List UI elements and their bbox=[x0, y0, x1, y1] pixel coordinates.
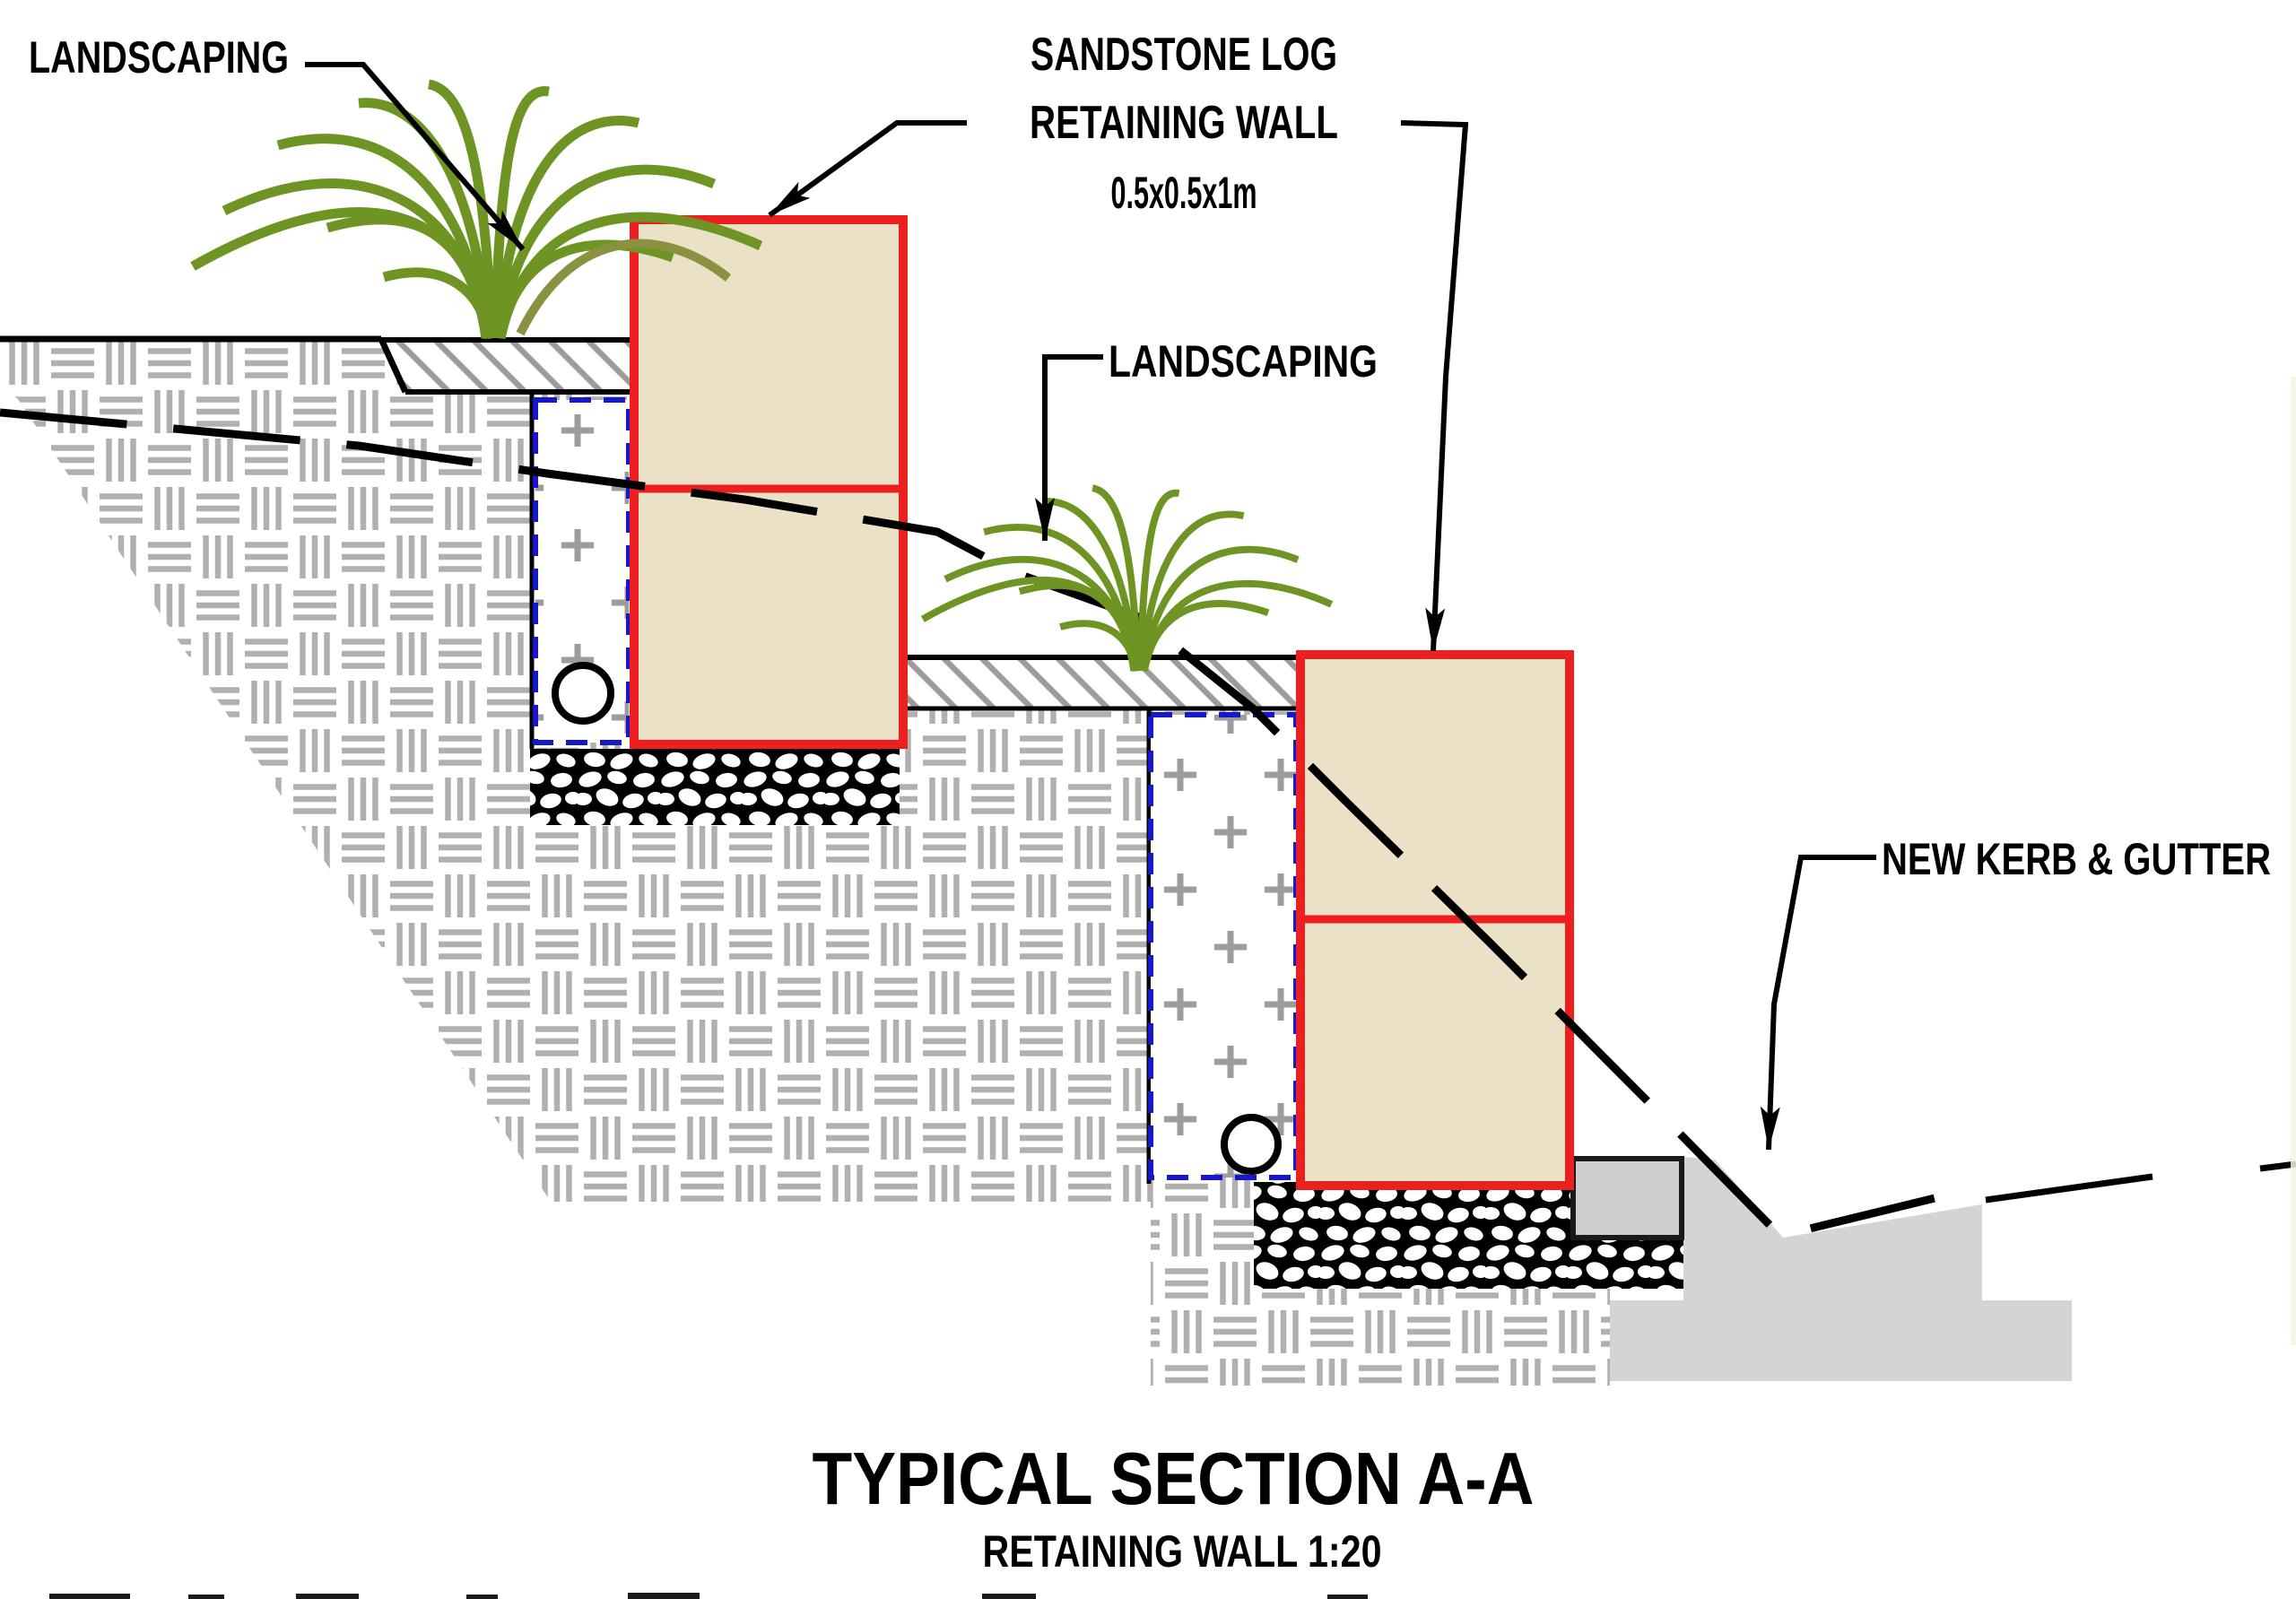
leader-landscaping-upper bbox=[305, 62, 526, 251]
drawing-title: TYPICAL SECTION A-A bbox=[813, 1437, 1535, 1520]
drainage-backfill-lower bbox=[1148, 712, 1299, 1180]
leader-kerb-gutter bbox=[1760, 855, 1876, 1151]
gutter-profile bbox=[1683, 1157, 1982, 1300]
leader-sandstone-left bbox=[768, 120, 967, 218]
sandstone-log-stack-upper bbox=[630, 215, 908, 749]
gravel-bed-upper bbox=[530, 749, 900, 825]
topsoil-strip-middle bbox=[900, 655, 1302, 711]
existing-ground-dashed-line bbox=[0, 408, 1966, 1240]
grass-tuft-middle bbox=[923, 488, 1332, 671]
grass-blade-over-wall bbox=[516, 239, 732, 336]
road-surface-line bbox=[1985, 1173, 2153, 1204]
label-sandstone-wall: SANDSTONE LOG RETAINING WALL 0.5x0.5x1m bbox=[1030, 29, 1338, 218]
retaining-wall-lower bbox=[1296, 650, 1574, 1190]
page-edge-artifact bbox=[2291, 377, 2296, 1345]
label-sandstone-line3: 0.5x0.5x1m bbox=[1111, 168, 1257, 218]
drainage-pipe-lower bbox=[1221, 1114, 1282, 1175]
kerb-backing-block bbox=[1570, 1156, 1684, 1240]
drainage-zone-upper bbox=[529, 392, 631, 749]
kerb-and-gutter bbox=[1570, 1156, 2296, 1381]
label-landscaping-middle: LANDSCAPING bbox=[1109, 336, 1378, 387]
label-sandstone-line1: SANDSTONE LOG bbox=[1031, 29, 1337, 81]
label-kerb-gutter: NEW KERB & GUTTER bbox=[1882, 834, 2271, 884]
cutoff-artifacts bbox=[49, 1593, 1368, 1599]
road-base-slab bbox=[1610, 1300, 2072, 1381]
drawing-subtitle: RETAINING WALL 1:20 bbox=[983, 1526, 1382, 1577]
topsoil-strip-upper bbox=[0, 335, 637, 395]
drainage-zone-lower bbox=[1146, 708, 1299, 1184]
drainage-pipe-upper bbox=[552, 662, 614, 725]
label-sandstone-line2: RETAINING WALL bbox=[1030, 97, 1338, 149]
retaining-wall-upper bbox=[630, 215, 908, 749]
leader-landscaping-middle bbox=[1035, 354, 1103, 541]
leader-sandstone-right bbox=[1400, 120, 1469, 652]
label-landscaping-upper: LANDSCAPING bbox=[29, 32, 289, 83]
gravel-bed-lower bbox=[1254, 1182, 1689, 1289]
